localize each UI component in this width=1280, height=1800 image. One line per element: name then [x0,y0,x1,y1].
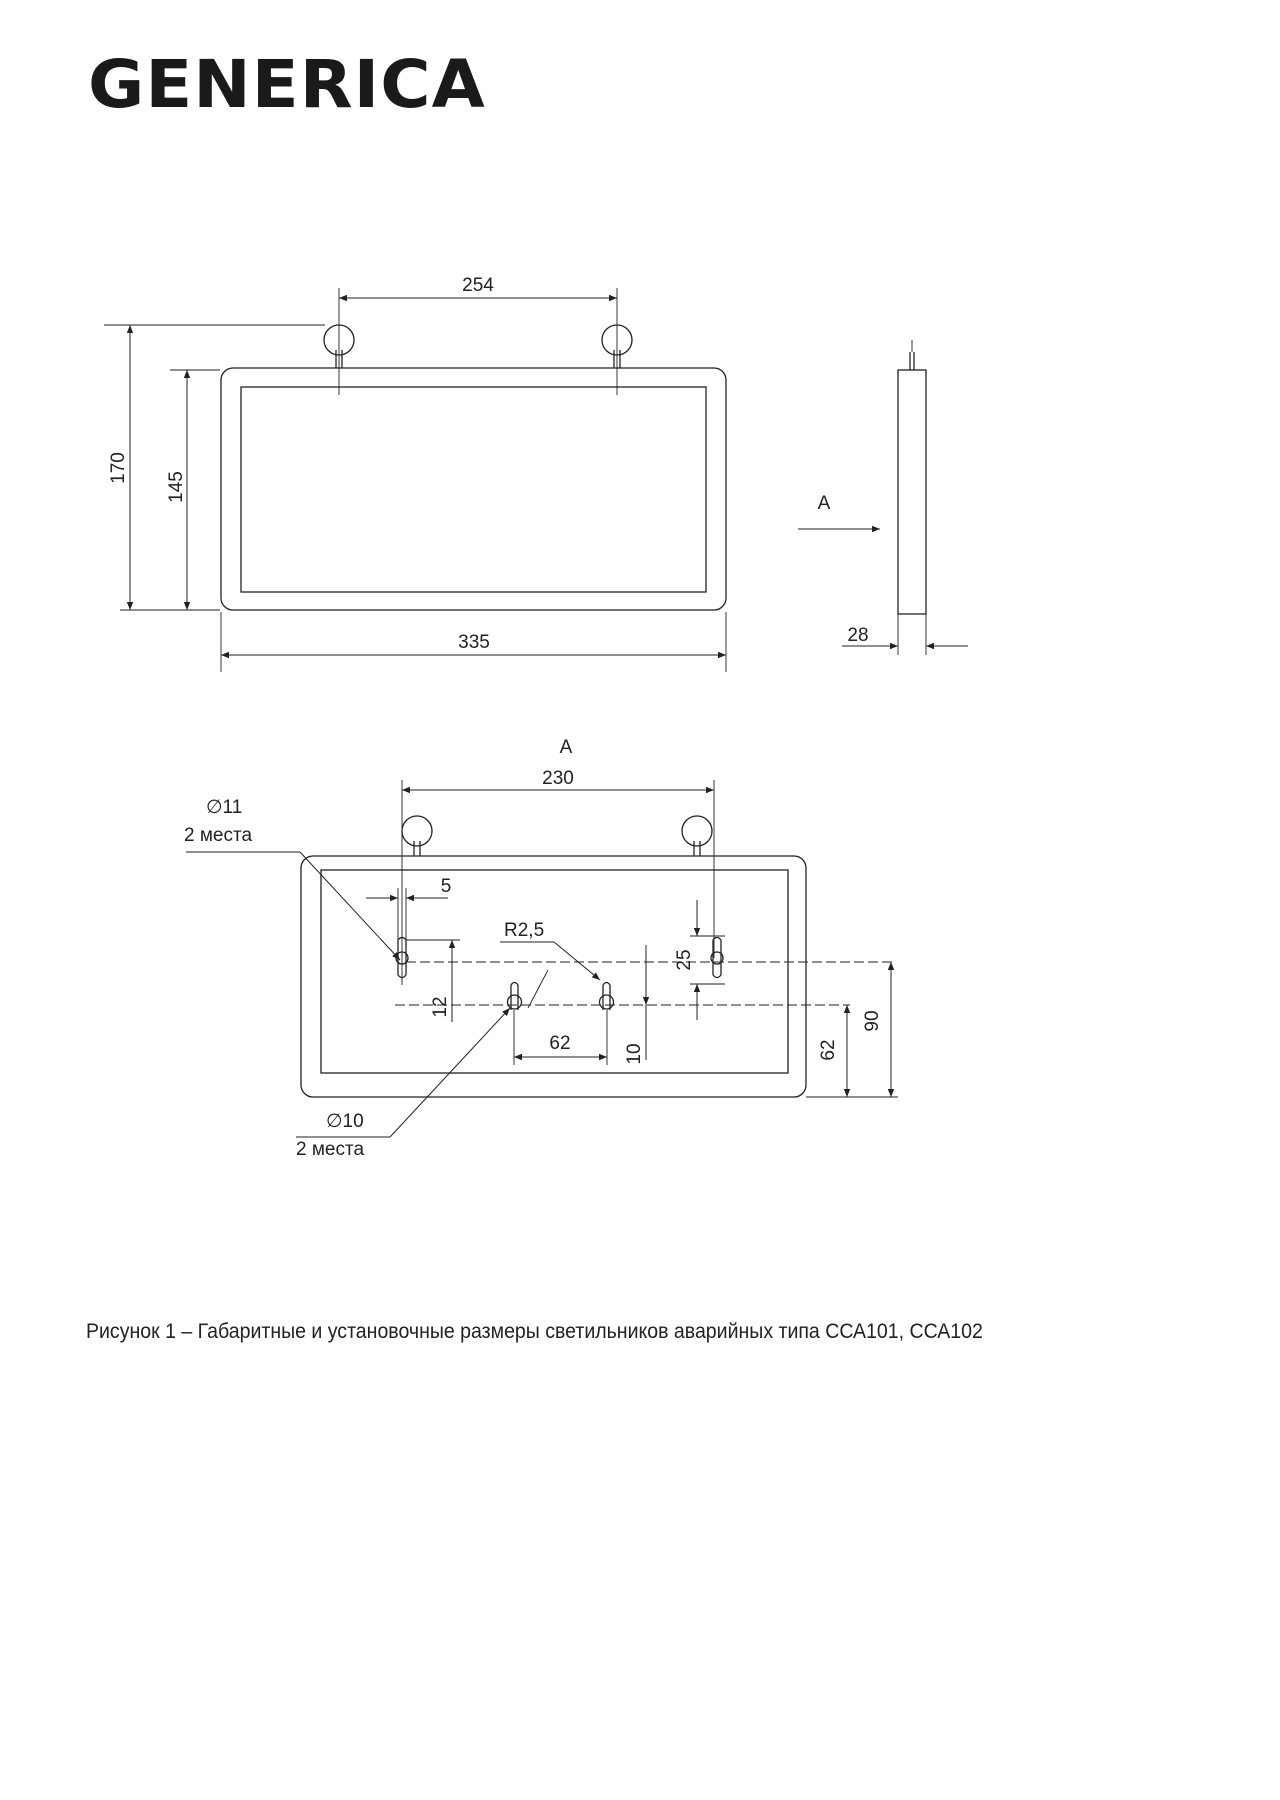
label-145: 145 [166,471,187,503]
label-d11: ∅11 [206,797,242,818]
front-inner-panel [240,386,707,593]
label-62-vertical: 62 [818,1039,839,1060]
rear-hook-right [681,815,713,847]
label-90: 90 [862,1010,883,1031]
label-d10: ∅10 [326,1111,364,1132]
label-25: 25 [674,949,695,970]
label-r25: R2,5 [504,920,544,941]
label-12: 12 [430,996,451,1017]
rear-inner-panel [320,869,789,1074]
keyhole-big-right [712,936,722,979]
leader-d11 [299,851,401,961]
label-254: 254 [462,275,494,296]
side-view [798,340,968,655]
figure-caption: Рисунок 1 – Габаритные и установочные ра… [86,1320,983,1343]
label-view-a: A [818,493,831,514]
label-28: 28 [847,625,868,646]
front-view [104,288,727,672]
label-10: 10 [624,1043,645,1064]
label-62-horizontal: 62 [549,1033,570,1054]
label-230: 230 [542,768,574,789]
rear-outer-frame [300,855,807,1098]
label-170: 170 [108,452,129,484]
label-d11-count: 2 места [184,825,252,846]
keyhole-small-left [510,981,519,1010]
label-335: 335 [458,632,490,653]
rear-hook-left [401,815,433,847]
label-5: 5 [441,876,452,897]
label-d10-count: 2 места [296,1139,364,1160]
side-profile [897,369,927,615]
brand-logo: GENERICA [88,46,486,123]
label-rear-title: A [560,737,573,758]
leader-d10 [389,1007,511,1138]
front-outer-frame [220,367,727,611]
leader-r25 [553,941,601,981]
keyhole-small-right [602,981,611,1010]
rear-view [186,780,898,1138]
